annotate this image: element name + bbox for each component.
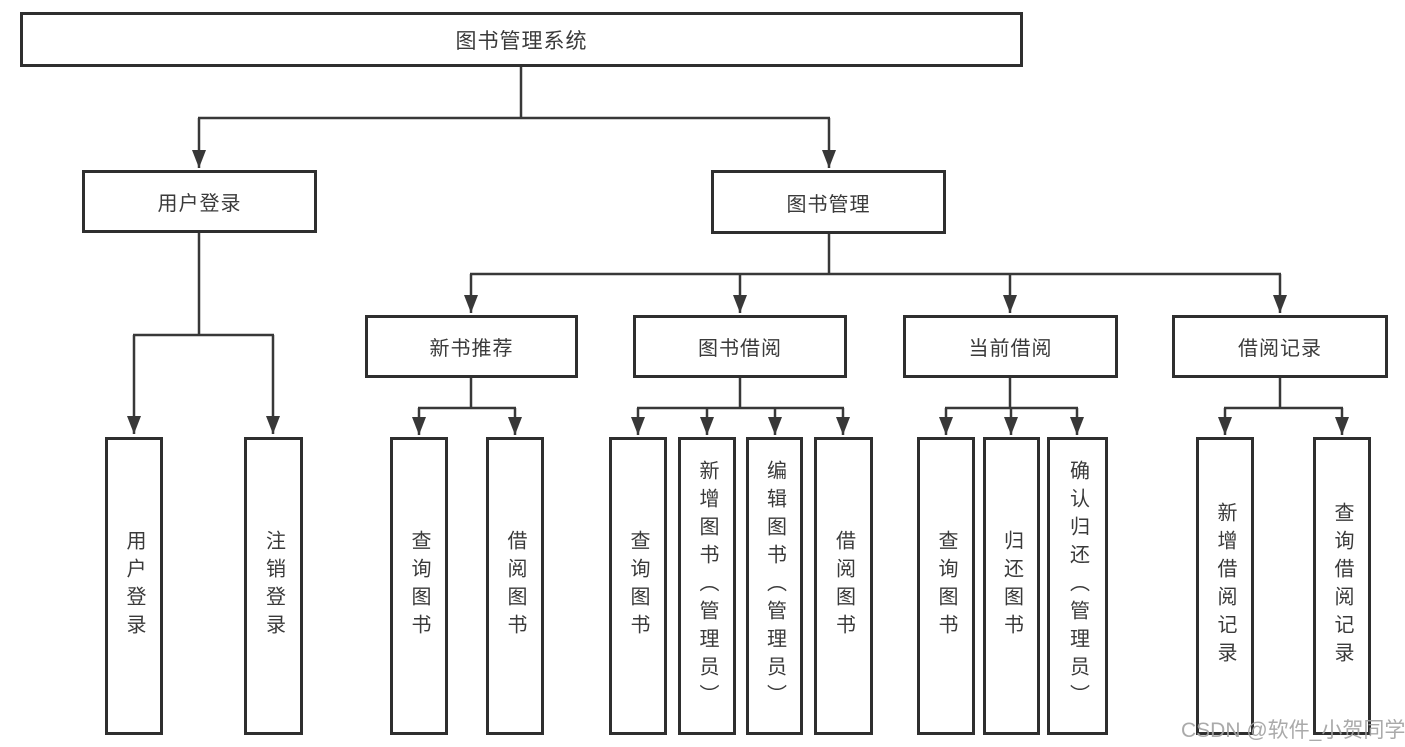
- node-user-login-label: 用户登录: [157, 193, 242, 215]
- leaf-br-query-record: 查询借阅记录: [1313, 437, 1371, 735]
- leaf-bb-add-books-label: 新增图书（管理员）: [696, 460, 718, 712]
- node-new-book-rec-label: 新书推荐: [429, 338, 514, 360]
- leaf-nbr-borrow-books: 借阅图书: [486, 437, 544, 735]
- node-new-book-rec: 新书推荐: [365, 315, 578, 378]
- leaf-cb-confirm-return-label: 确认归还（管理员）: [1066, 460, 1089, 712]
- leaf-bb-query-books-label: 查询图书: [627, 530, 649, 642]
- node-root: 图书管理系统: [20, 12, 1023, 67]
- node-current-borrow-label: 当前借阅: [968, 338, 1053, 360]
- node-current-borrow: 当前借阅: [903, 315, 1118, 378]
- csdn-watermark: CSDN @软件_小贺同学: [1181, 719, 1405, 742]
- leaf-cb-query-books: 查询图书: [917, 437, 975, 735]
- node-book-mgmt-label: 图书管理: [786, 193, 871, 216]
- leaf-cb-confirm-return: 确认归还（管理员）: [1047, 437, 1108, 735]
- leaf-bb-borrow-books: 借阅图书: [814, 437, 873, 735]
- leaf-cb-return-books-label: 归还图书: [1000, 530, 1023, 642]
- node-book-borrow: 图书借阅: [633, 315, 847, 378]
- leaf-logout-label: 注销登录: [262, 530, 285, 642]
- node-borrow-records-label: 借阅记录: [1238, 338, 1322, 360]
- node-user-login: 用户登录: [82, 170, 317, 233]
- leaf-br-query-record-label: 查询借阅记录: [1331, 502, 1353, 670]
- leaf-logout: 注销登录: [244, 437, 303, 735]
- leaf-br-add-record-label: 新增借阅记录: [1214, 502, 1236, 670]
- node-root-label: 图书管理系统: [455, 29, 588, 53]
- leaf-br-add-record: 新增借阅记录: [1196, 437, 1254, 735]
- leaf-nbr-query-books: 查询图书: [390, 437, 448, 735]
- leaf-user-login: 用户登录: [105, 437, 163, 735]
- leaf-nbr-query-books-label: 查询图书: [408, 530, 430, 642]
- leaf-user-login-label: 用户登录: [123, 530, 145, 642]
- node-borrow-records: 借阅记录: [1172, 315, 1388, 378]
- leaf-cb-query-books-label: 查询图书: [935, 530, 957, 642]
- leaf-bb-query-books: 查询图书: [609, 437, 667, 735]
- node-book-mgmt: 图书管理: [711, 170, 946, 234]
- leaf-nbr-borrow-books-label: 借阅图书: [504, 530, 526, 642]
- leaf-bb-edit-books-label: 编辑图书（管理员）: [763, 460, 786, 712]
- leaf-cb-return-books: 归还图书: [983, 437, 1040, 735]
- node-book-borrow-label: 图书借阅: [698, 338, 782, 360]
- leaf-bb-borrow-books-label: 借阅图书: [832, 530, 855, 642]
- leaf-bb-edit-books: 编辑图书（管理员）: [746, 437, 803, 735]
- leaf-bb-add-books: 新增图书（管理员）: [678, 437, 736, 735]
